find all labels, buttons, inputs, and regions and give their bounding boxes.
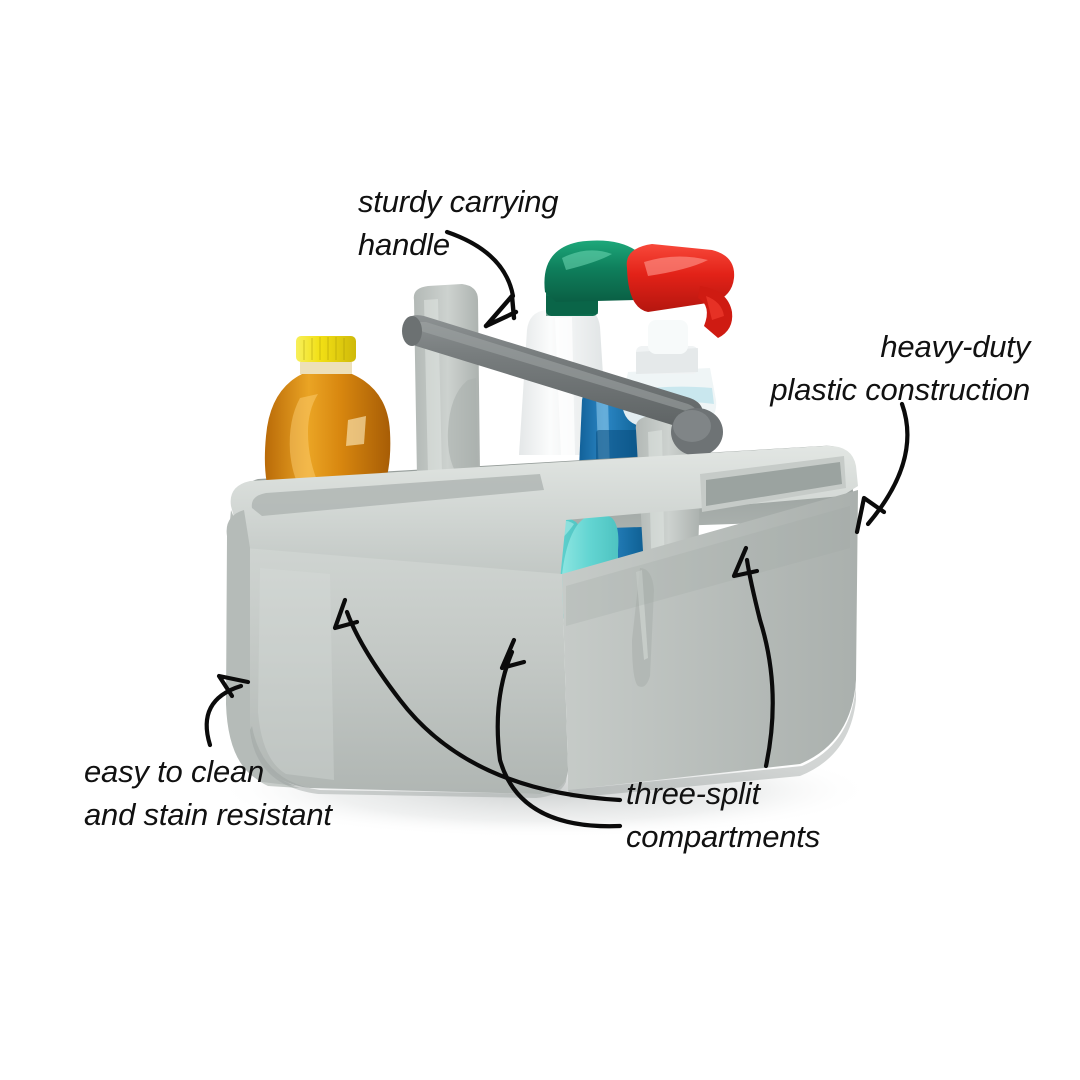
callout-three-split-compartments: three-split compartments xyxy=(626,776,820,854)
caddy-right-face xyxy=(562,490,858,790)
callout-heavy-duty-plastic-construction: heavy-duty plastic construction xyxy=(770,329,1030,407)
carrying-handle-bar xyxy=(402,315,703,429)
callout-sturdy-carrying-handle: sturdy carrying handle xyxy=(358,184,559,262)
handle-knob xyxy=(671,408,723,456)
callout-easy-to-clean-and-stain-resistant: easy to clean and stain resistant xyxy=(84,754,332,832)
